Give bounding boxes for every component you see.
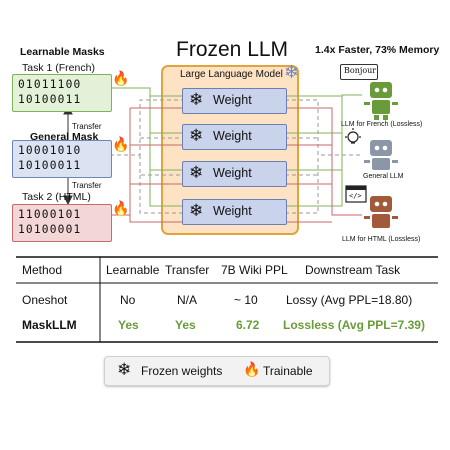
code-window-icon [345, 185, 367, 203]
snowflake-icon: ❄ [189, 201, 204, 220]
fire-icon: 🔥 [112, 70, 130, 86]
task2-bits-row2: 10100001 [18, 223, 82, 236]
transfer-label-1: Transfer [72, 122, 102, 131]
robot-icon [364, 196, 398, 228]
table-cell-method: MaskLLM [22, 318, 77, 332]
table-cell-wiki-ppl: ~ 10 [234, 293, 258, 307]
table-cell-learnable: Yes [118, 318, 139, 332]
table-cell-wiki-ppl: 6.72 [236, 318, 260, 332]
task2-bits-row1: 11000101 [18, 208, 82, 221]
weight-block-2: ❄ Weight [182, 124, 287, 150]
fire-icon: 🔥 [112, 136, 130, 152]
table-header-transfer: Transfer [165, 263, 210, 277]
lightbulb-icon [345, 128, 361, 144]
general-bits-row1: 10001010 [18, 144, 82, 157]
snowflake-icon: ❄ [284, 62, 300, 82]
table-cell-learnable: No [120, 293, 136, 307]
table-cell-transfer: Yes [175, 318, 196, 332]
snowflake-icon: ❄ [117, 360, 132, 379]
robot-icon [364, 82, 398, 120]
html-mask-lines [110, 107, 362, 223]
robot-icon [364, 140, 398, 170]
table-header-learnable: Learnable [106, 263, 160, 277]
weight-block-1: ❄ Weight [182, 88, 287, 114]
robot3-label: LLM for HTML (Lossless) [342, 236, 421, 243]
legend-frozen-label: Frozen weights [141, 364, 223, 378]
snowflake-icon: ❄ [189, 126, 204, 145]
table-cell-downstream: Lossy (Avg PPL=18.80) [286, 293, 413, 307]
legend-box: ❄ Frozen weights 🔥 Trainable [104, 356, 330, 386]
general-mask-lines [110, 99, 360, 214]
table-header-method: Method [22, 263, 63, 277]
page-title: Frozen LLM [176, 38, 289, 61]
snowflake-icon: ❄ [189, 163, 204, 182]
table-header-downstream: Downstream Task [305, 263, 401, 277]
weight-label: Weight [213, 93, 252, 107]
table-cell-downstream: Lossless (Avg PPL=7.39) [283, 318, 425, 332]
table-cell-transfer: N/A [177, 293, 198, 307]
legend-trainable-label: Trainable [263, 364, 313, 378]
general-mask-box [12, 140, 112, 178]
learnable-masks-heading: Learnable Masks [20, 46, 105, 58]
task1-bits-row1: 01011100 [18, 78, 82, 91]
weight-block-4: ❄ Weight [182, 199, 287, 225]
task1-bits-row2: 10100011 [18, 93, 82, 106]
fire-icon: 🔥 [112, 200, 130, 216]
weight-label: Weight [213, 204, 252, 218]
speech-bubble: Bonjour [340, 64, 378, 80]
llm-label: Large Language Model [180, 69, 283, 80]
weight-label: Weight [213, 129, 252, 143]
fire-icon: 🔥 [243, 361, 261, 377]
weight-block-3: ❄ Weight [182, 161, 287, 187]
robot1-label: LLM for French (Lossless) [341, 121, 423, 128]
table-cell-method: Oneshot [22, 293, 68, 307]
robot2-label: General LLM [363, 173, 404, 180]
snowflake-icon: ❄ [189, 90, 204, 109]
task2-label: Task 2 (HTML) [22, 191, 91, 203]
general-bits-row2: 10100011 [18, 159, 82, 172]
weight-label: Weight [213, 166, 252, 180]
task2-mask-box [12, 204, 112, 242]
speed-note: 1.4x Faster, 73% Memory [315, 44, 440, 56]
html-icon-text: </> [349, 192, 362, 200]
transfer-label-2: Transfer [72, 181, 102, 190]
task1-mask-box [12, 74, 112, 112]
table-header-wiki-ppl: 7B Wiki PPL [221, 263, 288, 277]
task1-label: Task 1 (French) [22, 62, 95, 74]
bubble-text: Bonjour [344, 66, 377, 75]
